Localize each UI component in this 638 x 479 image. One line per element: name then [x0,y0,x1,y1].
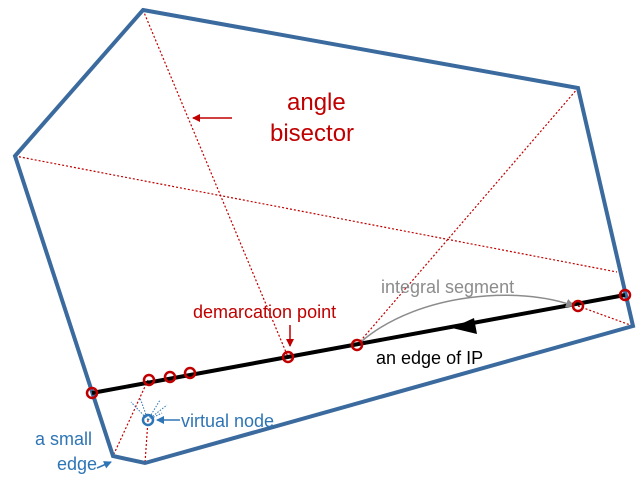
bisector-line [356,87,579,346]
demarcation-point-marker [281,350,295,364]
edge-point [350,338,364,352]
integral-segment-arrow [361,294,575,342]
edge-direction-arrow [452,318,477,334]
angle-bisector-label-line2: bisector [270,120,354,147]
bisector-line [14,155,618,273]
polygon-outline [12,7,636,466]
small-edge-label-line2: edge [57,454,97,474]
edge-point [618,288,632,302]
bisector-line [577,305,634,327]
small-edge-arrow [96,461,112,469]
edge-point [85,386,99,400]
bisector-line [144,419,149,464]
virtual-node-label: virtual node [181,411,274,431]
bisector-line [112,379,149,457]
angle-bisectors [14,9,634,464]
ip-edge [91,293,626,395]
integral-segment-label: integral segment [381,277,514,297]
edge-point [571,299,585,313]
demarcation-point-label: demarcation point [193,302,336,322]
edge-points [85,288,632,400]
edge-point [163,370,177,384]
edge-point [183,366,197,380]
bisector-line [142,9,289,358]
edge-of-ip-label: an edge of IP [376,348,483,368]
virtual-node-marker [141,413,155,427]
small-edge-label-line1: a small [35,429,92,449]
edge-point [142,373,156,387]
angle-bisector-label-line1: angle [287,89,346,116]
virtual-node-rays [130,397,168,421]
